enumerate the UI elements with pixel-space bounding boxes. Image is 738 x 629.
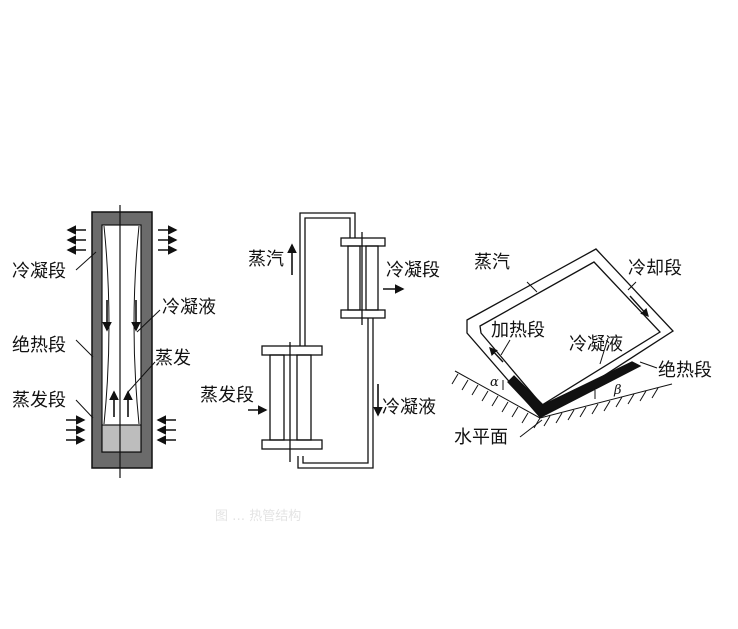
label-angle-alpha: α: [490, 375, 499, 390]
label-angle-beta: β: [613, 383, 622, 398]
label-heating-section: 加热段: [491, 320, 545, 341]
loop-heat-pipe: 蒸汽 冷凝段 蒸发段 冷凝液: [200, 212, 440, 469]
figure-caption: 图 … 热管结构: [215, 509, 301, 524]
label-evaporation: 蒸发: [155, 348, 191, 369]
label-vapor: 蒸汽: [474, 252, 510, 273]
label-condensate: 冷凝液: [382, 397, 436, 418]
label-adiabatic-section: 绝热段: [12, 335, 66, 356]
label-condensate: 冷凝液: [569, 334, 623, 355]
label-evaporating-section: 蒸发段: [200, 385, 254, 406]
label-adiabatic-section: 绝热段: [658, 360, 712, 381]
label-evaporating-section: 蒸发段: [12, 390, 66, 411]
label-cooling-section: 冷却段: [628, 258, 682, 279]
tilted-heat-pipe: 蒸汽 冷却段 加热段 冷凝液 绝热段 水平面 α β: [451, 248, 712, 448]
label-condensate: 冷凝液: [162, 297, 216, 318]
label-condensing-section: 冷凝段: [386, 260, 440, 281]
label-condensing-section: 冷凝段: [12, 261, 66, 282]
label-horizontal-plane: 水平面: [454, 427, 508, 448]
label-vapor: 蒸汽: [248, 249, 284, 270]
vertical-heat-pipe: 冷凝段 冷凝液 绝热段 蒸发 蒸发段: [12, 205, 216, 478]
